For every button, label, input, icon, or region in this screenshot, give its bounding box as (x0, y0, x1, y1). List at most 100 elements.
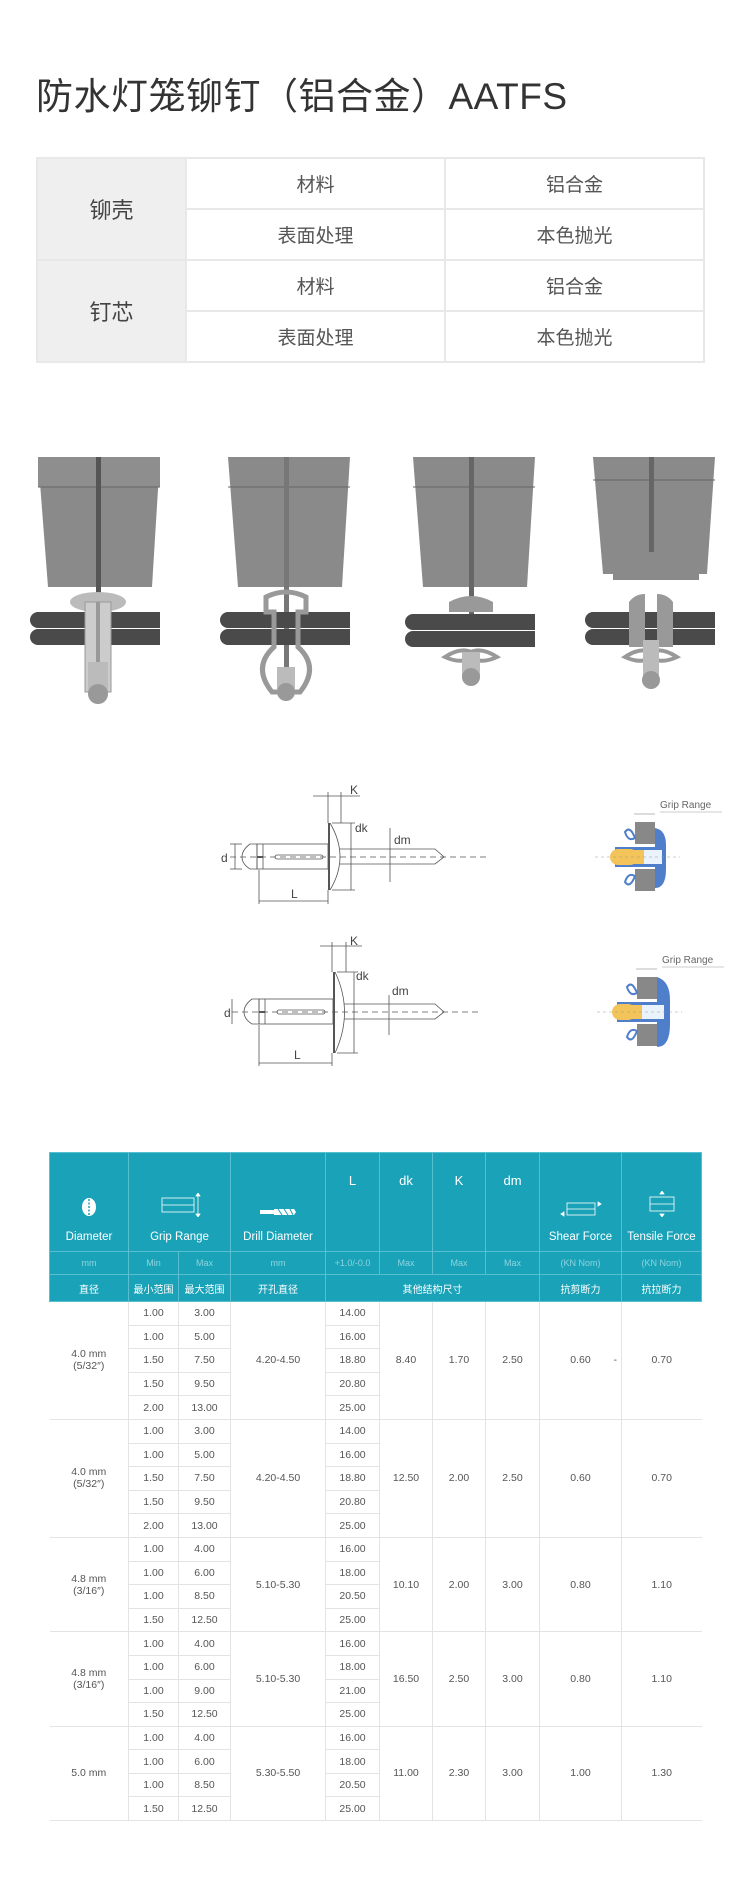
grip-max-cell: 4.00 (178, 1536, 231, 1562)
l-cell: 16.00 (325, 1725, 380, 1751)
l-cell: 14.00 (325, 1301, 380, 1326)
grip-max-cell: 9.00 (178, 1678, 231, 1704)
grip-range-section-2: Grip Range (597, 955, 724, 1047)
unit-diameter: mm (49, 1251, 129, 1275)
stray-mark: - (613, 1354, 618, 1367)
grip-max-cell: 4.00 (178, 1631, 231, 1656)
diameter-value: 4.8 mm (71, 1667, 107, 1679)
unit-drill: mm (230, 1251, 326, 1275)
diameter-value: 4.0 mm (71, 1348, 107, 1361)
unit-dk: Max (379, 1251, 433, 1275)
l-cell: 21.00 (325, 1678, 380, 1704)
l-label: L (294, 1048, 301, 1062)
grip-min-cell: 1.00 (128, 1536, 179, 1562)
dk-cell: 8.40 (379, 1301, 433, 1420)
grip-max-cell: 12.50 (178, 1796, 231, 1822)
dm-cell: 2.50 (485, 1418, 540, 1538)
diameter-cell: 4.8 mm(3/16″) (49, 1536, 129, 1633)
l-cell: 25.00 (325, 1796, 380, 1822)
grip-max-cell: 7.50 (178, 1466, 231, 1491)
spec-property: 材料 (185, 157, 446, 210)
grip-min-cell: 1.00 (128, 1418, 179, 1444)
grip-max-cell: 9.50 (178, 1371, 231, 1397)
unit-tensile: (KN Nom) (621, 1251, 702, 1275)
l-cell: 25.00 (325, 1395, 380, 1420)
unit-k: Max (432, 1251, 486, 1275)
grip-max-cell: 12.50 (178, 1702, 231, 1727)
unit-l: +1.0/-0.0 (325, 1251, 380, 1275)
grip-max-cell: 3.00 (178, 1418, 231, 1444)
grip-range-label: Grip Range (662, 955, 714, 966)
spec-value: 本色抛光 (444, 208, 705, 261)
diameter-value: 5.0 mm (71, 1767, 107, 1780)
cn-grip-min: 最小范围 (128, 1274, 179, 1302)
grip-min-cell: 1.00 (128, 1654, 179, 1680)
material-spec-table: 铆壳材料铝合金 表面处理本色抛光 钉芯材料铝合金 表面处理本色抛光 (36, 157, 705, 363)
l-cell: 20.50 (325, 1772, 380, 1798)
grip-min-cell: 1.00 (128, 1678, 179, 1704)
dm-cell: 3.00 (485, 1536, 540, 1633)
header-l: L (325, 1152, 380, 1252)
drill-icon (260, 1208, 296, 1216)
diameter-cell: 4.0 mm(5/32″) (49, 1418, 129, 1538)
grip-max-cell: 4.00 (178, 1725, 231, 1751)
diameter-cell: 4.8 mm(3/16″) (49, 1631, 129, 1727)
grip-min-cell: 1.00 (128, 1301, 179, 1326)
drill-cell: 4.20-4.50 (230, 1418, 326, 1538)
drill-cell: 5.30-5.50 (230, 1725, 326, 1822)
cn-drill: 开孔直径 (230, 1274, 326, 1302)
drill-cell: 4.20-4.50 (230, 1301, 326, 1420)
k-cell: 2.00 (432, 1418, 486, 1538)
d-label: d (224, 1006, 231, 1020)
grip-max-cell: 3.00 (178, 1301, 231, 1326)
l-label: L (291, 887, 298, 901)
grip-min-cell: 1.00 (128, 1324, 179, 1350)
drill-cell: 5.10-5.30 (230, 1631, 326, 1727)
k-label: K (350, 934, 358, 948)
diameter-inch: (3/16″) (73, 1679, 105, 1691)
grip-range-section-1: Grip Range (595, 800, 722, 891)
tensile-value: 1.10 (651, 1673, 672, 1685)
grip-max-cell: 5.00 (178, 1442, 231, 1468)
header-drill-diameter: Drill Diameter (230, 1152, 326, 1252)
spec-category: 铆壳 (36, 157, 187, 261)
unit-dm: Max (485, 1251, 540, 1275)
grip-max-cell: 13.00 (178, 1395, 231, 1420)
tensile-value: 0.70 (651, 1472, 672, 1485)
l-cell: 18.00 (325, 1749, 380, 1774)
l-cell: 18.00 (325, 1560, 380, 1586)
shear-cell: 1.00 (539, 1725, 622, 1822)
tensile-force-icon (649, 1191, 674, 1217)
spec-category: 钉芯 (36, 259, 187, 363)
dm-cell: 2.50 (485, 1301, 540, 1420)
l-cell: 18.00 (325, 1654, 380, 1680)
l-cell: 18.80 (325, 1466, 380, 1491)
grip-min-cell: 1.50 (128, 1348, 179, 1373)
tensile-value: 0.70 (651, 1354, 672, 1367)
diameter-cell: 5.0 mm (49, 1725, 129, 1822)
tensile-value: 1.30 (651, 1767, 672, 1780)
grip-max-cell: 13.00 (178, 1513, 231, 1538)
tensile-cell: 0.70 (621, 1418, 702, 1538)
grip-min-cell: 2.00 (128, 1513, 179, 1538)
grip-range-icon (161, 1193, 201, 1217)
grip-min-cell: 1.50 (128, 1489, 179, 1515)
cn-grip-max: 最大范围 (178, 1274, 231, 1302)
grip-min-cell: 1.50 (128, 1371, 179, 1397)
dk-cell: 16.50 (379, 1631, 433, 1727)
rivet-stage-4-illustration (585, 457, 715, 689)
header-k: K (432, 1152, 486, 1252)
